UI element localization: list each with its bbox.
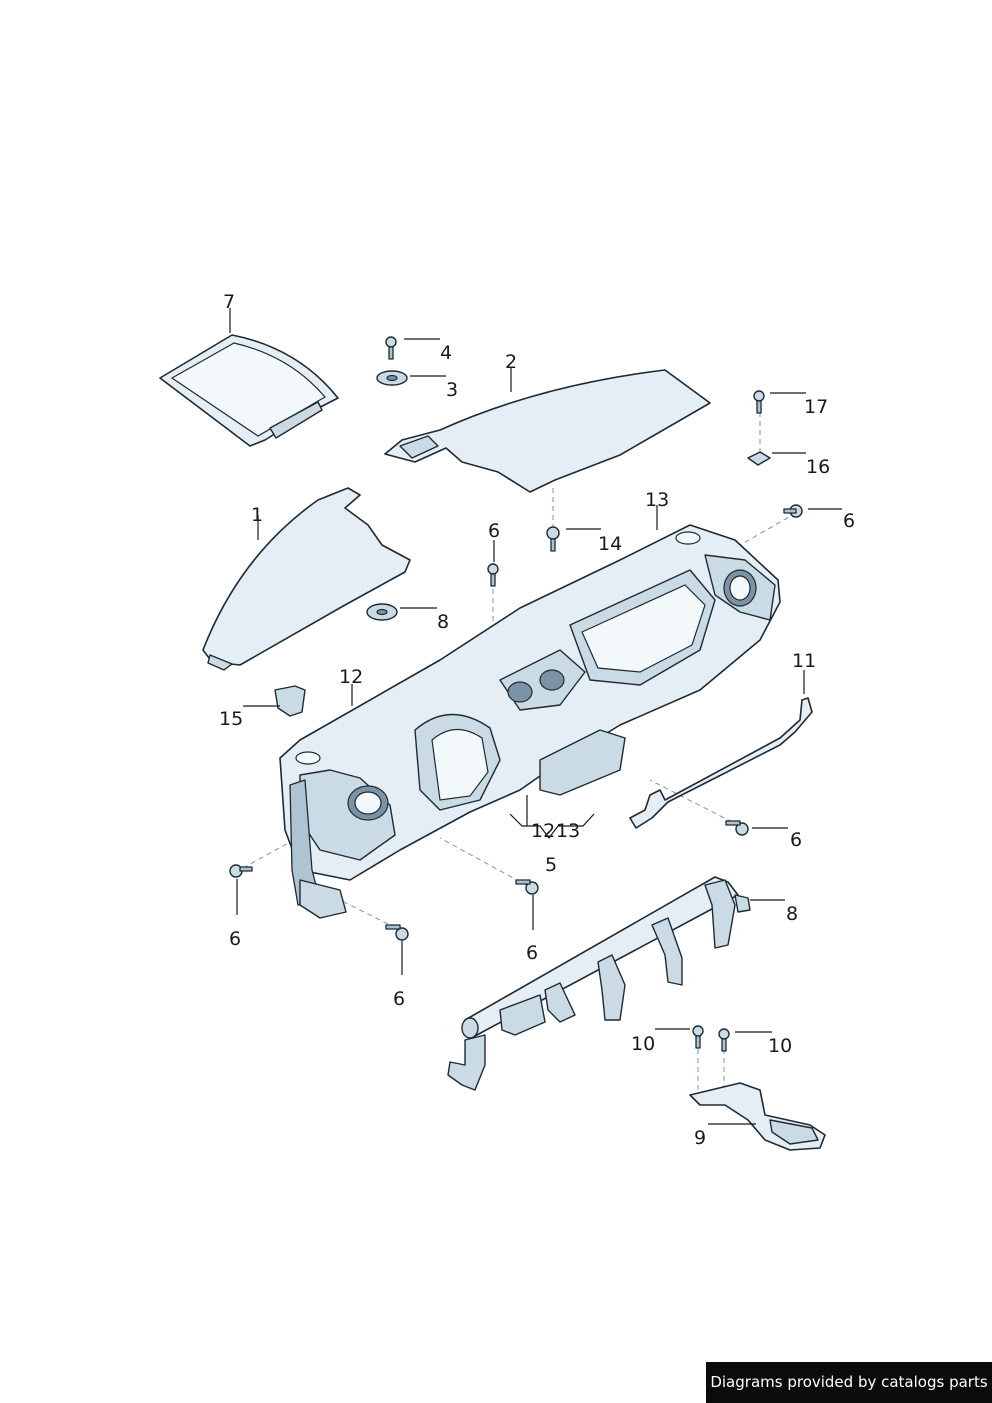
screw-6-top	[487, 563, 499, 587]
callout-6-lower-right: 6	[790, 829, 802, 851]
callout-7: 7	[223, 291, 235, 313]
callout-10-right: 10	[768, 1035, 792, 1057]
callout-6-lower-left: 6	[393, 988, 405, 1010]
bracket-15	[274, 685, 306, 717]
screw-6-lower-right	[725, 820, 749, 836]
screw-10b	[718, 1028, 730, 1052]
screw-6-lower-left	[385, 924, 409, 941]
clip-nut-16	[747, 451, 771, 466]
callout-labels: 7 4 3 2 17 16 6 1 14 13 6 8 11 12 15 12 …	[219, 291, 855, 1149]
part-8-crossmember	[447, 876, 751, 1091]
screw-14	[546, 526, 560, 552]
callout-6-top: 6	[488, 520, 500, 542]
callout-8-bottom: 8	[786, 903, 798, 925]
part-1-side-trim	[202, 487, 411, 671]
callout-16: 16	[806, 456, 830, 478]
screw-6-right	[783, 504, 803, 518]
dashboard-body	[279, 524, 781, 919]
credit-banner: Diagrams provided by catalogs parts	[706, 1362, 992, 1403]
part-2-upper-trim	[384, 369, 711, 493]
callout-12-top: 12	[339, 666, 363, 688]
part-7-cover-panel	[159, 334, 339, 447]
callout-17: 17	[804, 396, 828, 418]
callout-13-top: 13	[645, 489, 669, 511]
callout-5: 5	[545, 854, 557, 876]
callout-13-bottom: 13	[556, 820, 580, 842]
callout-8-top: 8	[437, 611, 449, 633]
callout-9: 9	[694, 1127, 706, 1149]
screw-17	[753, 390, 765, 414]
callout-2: 2	[505, 351, 517, 373]
screw-6-left	[229, 864, 253, 878]
part-11-bracket	[629, 697, 813, 829]
grommet-8	[366, 603, 398, 621]
screw-6-center	[515, 879, 539, 895]
callout-6-right: 6	[843, 510, 855, 532]
callout-3: 3	[446, 379, 458, 401]
callout-6-left: 6	[229, 928, 241, 950]
callout-1: 1	[251, 504, 263, 526]
callout-10-left: 10	[631, 1033, 655, 1055]
callout-11: 11	[792, 650, 816, 672]
callout-6-center: 6	[526, 942, 538, 964]
callout-12-bottom: 12	[531, 820, 555, 842]
callout-14: 14	[598, 533, 622, 555]
screw-4	[385, 336, 397, 360]
callout-4: 4	[440, 342, 452, 364]
callout-15: 15	[219, 708, 243, 730]
washer-3	[376, 370, 408, 386]
leader-lines	[229, 308, 842, 1125]
part-9-air-duct	[689, 1082, 826, 1151]
screw-10a	[692, 1025, 704, 1049]
